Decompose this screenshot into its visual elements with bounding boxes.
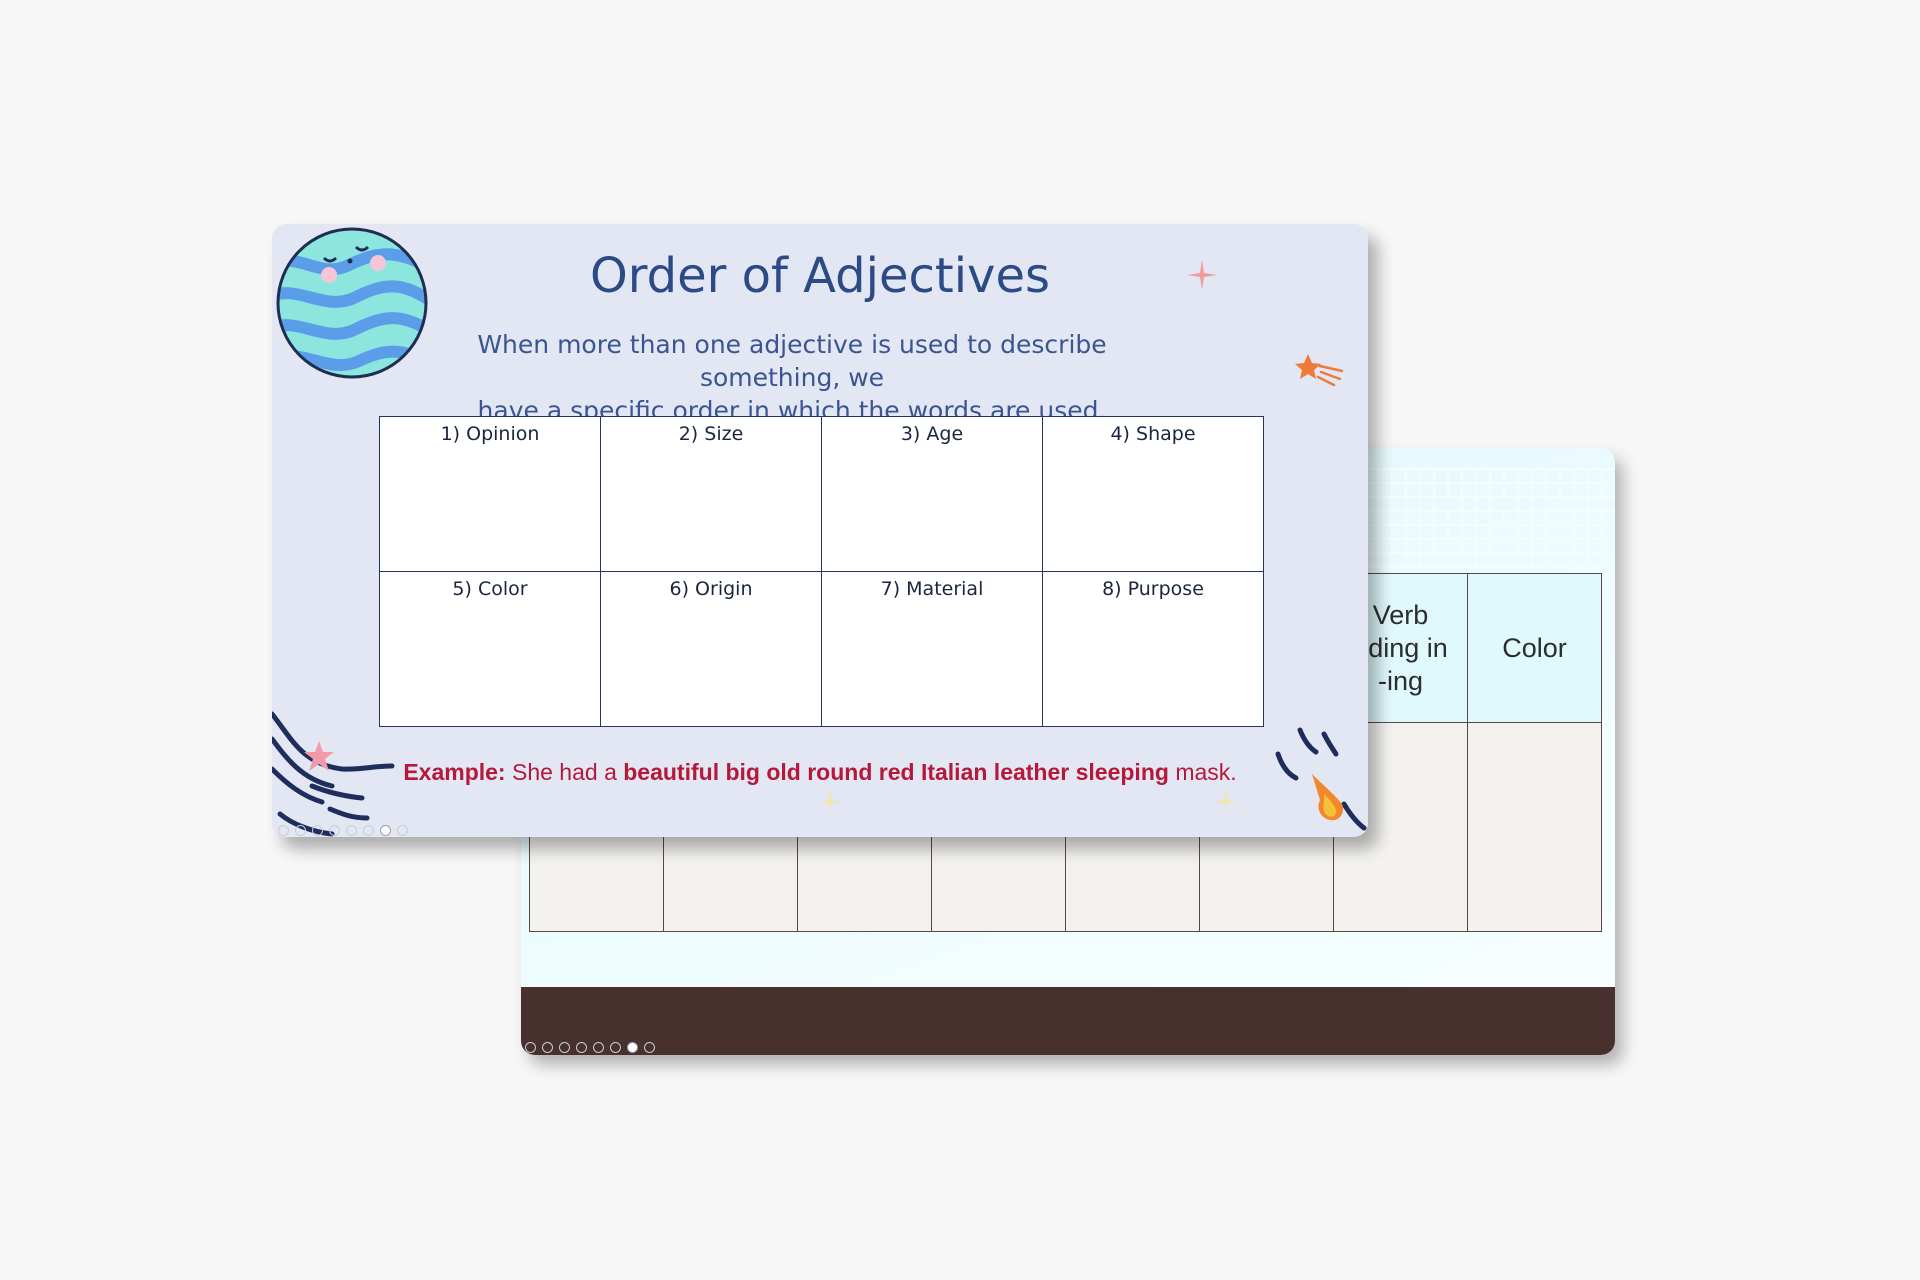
play-icon[interactable] (295, 825, 306, 836)
prev-icon[interactable] (278, 825, 289, 836)
front-slide-thumbnail[interactable]: Order of Adjectives When more than one a… (272, 224, 1368, 837)
play-icon[interactable] (542, 1042, 553, 1053)
table-row: 5) Color 6) Origin 7) Material 8) Purpos… (379, 571, 1264, 727)
sparkle-icon (1215, 790, 1237, 812)
copy-icon[interactable] (576, 1042, 587, 1053)
pen-icon[interactable] (312, 825, 323, 836)
table-row: 1) Opinion 2) Size 3) Age 4) Shape (379, 416, 1264, 572)
example-label: Example: (403, 759, 506, 785)
example-post: mask. (1175, 759, 1237, 785)
back-slide-toolbar (525, 1042, 655, 1053)
comet-icon (1275, 727, 1367, 831)
table-cell-purpose: 8) Purpose (1042, 571, 1264, 727)
slide-title: Order of Adjectives (589, 248, 1050, 304)
table-cell-age: 3) Age (821, 416, 1043, 572)
shooting-star-icon (1295, 354, 1344, 387)
adjective-order-table: 1) Opinion 2) Size 3) Age 4) Shape 5) Co… (379, 416, 1264, 727)
example-sentence: Example: She had a beautiful big old rou… (272, 759, 1368, 786)
example-pre: She had a (511, 759, 617, 785)
table-cell (1467, 722, 1602, 932)
pen-icon[interactable] (559, 1042, 570, 1053)
header-line: nding in (1353, 632, 1448, 663)
table-cell-color: 5) Color (379, 571, 601, 727)
front-slide-toolbar (278, 825, 408, 836)
copy-icon[interactable] (329, 825, 340, 836)
settings-icon[interactable] (610, 1042, 621, 1053)
more-icon[interactable] (397, 825, 408, 836)
planet-icon (276, 227, 428, 379)
header-color: Color (1467, 573, 1602, 723)
table-cell-material: 7) Material (821, 571, 1043, 727)
header-line: -ing (1377, 665, 1424, 696)
example-bold: beautiful big old round red Italian leat… (623, 759, 1169, 785)
swirl-lines-icon (272, 711, 395, 837)
sparkle-icon (819, 790, 841, 812)
table-cell-opinion: 1) Opinion (379, 416, 601, 572)
settings-icon[interactable] (363, 825, 374, 836)
sparkle-icon (1187, 260, 1217, 290)
slide-subtitle: When more than one adjective is used to … (422, 328, 1162, 427)
captions-icon[interactable] (627, 1042, 638, 1053)
starfish-icon (304, 741, 334, 771)
search-icon[interactable] (593, 1042, 604, 1053)
prev-icon[interactable] (525, 1042, 536, 1053)
back-slide-footer (521, 987, 1615, 1055)
table-cell-origin: 6) Origin (600, 571, 822, 727)
more-icon[interactable] (644, 1042, 655, 1053)
header-line: Verb (1372, 599, 1429, 630)
captions-icon[interactable] (380, 825, 391, 836)
table-cell-size: 2) Size (600, 416, 822, 572)
subtitle-line: When more than one adjective is used to … (477, 330, 1107, 392)
search-icon[interactable] (346, 825, 357, 836)
table-cell-shape: 4) Shape (1042, 416, 1264, 572)
